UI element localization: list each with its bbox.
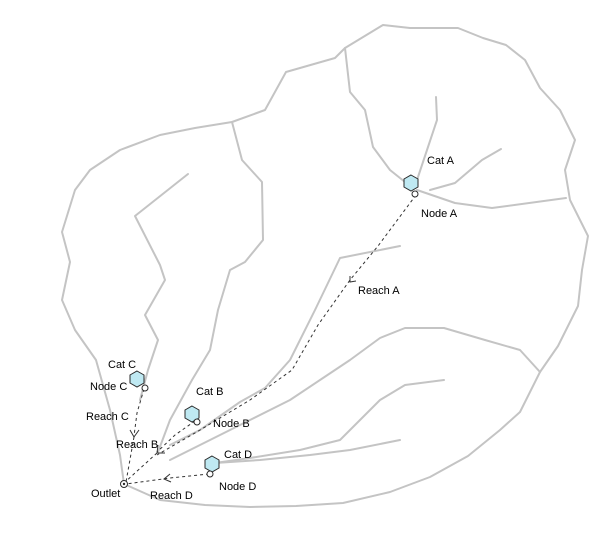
watershed-boundary [61, 24, 589, 508]
catchment-d-label: Cat D [224, 449, 252, 461]
catchment-c-label: Cat C [108, 359, 136, 371]
divide-middle [169, 245, 401, 446]
reach-a-line [156, 194, 417, 456]
catchment-d-hexagon-icon[interactable] [204, 455, 220, 473]
outlet-icon-center [122, 482, 126, 486]
node-b-circle-node-icon[interactable] [193, 418, 201, 426]
node-a-label: Node A [421, 208, 458, 220]
ridge-cat-a-east [416, 96, 438, 181]
ridge-cat-a-southeast [429, 148, 502, 191]
catchment-a-label: Cat A [427, 155, 455, 167]
reach-b-line [156, 420, 196, 453]
node-d-circle-node-icon[interactable] [206, 470, 214, 478]
node-b-to-outlet-line [123, 452, 158, 484]
node-a-circle-node-icon[interactable] [411, 190, 419, 198]
catchment-b-hexagon-icon[interactable] [184, 405, 200, 423]
reach-c-label: Reach C [86, 411, 129, 423]
reach-a-midpoint-arrow [349, 276, 357, 283]
divide-left-inner [134, 173, 189, 401]
divide-upper-left [157, 121, 264, 453]
outlet-label: Outlet [91, 488, 120, 500]
node-c-circle-node-icon[interactable] [141, 384, 149, 392]
reach-c-line [133, 388, 145, 437]
node-d-label: Node D [219, 481, 256, 493]
divide-lower-east [169, 327, 541, 461]
divide-cat-a-south [416, 189, 567, 209]
catchment-b-label: Cat B [196, 386, 224, 398]
reach-a-label: Reach A [358, 285, 400, 297]
ridge-cat-d-lower [214, 439, 401, 464]
node-b-label: Node B [213, 418, 250, 430]
node-c-to-outlet-line [125, 436, 135, 483]
ridge-cat-d-upper [214, 379, 445, 464]
reach-d-label: Reach D [150, 490, 193, 502]
node-c-label: Node C [90, 381, 127, 393]
ridge-cat-a-north [344, 47, 411, 187]
reach-d-arrowhead [163, 473, 172, 483]
reach-b-label: Reach B [116, 439, 158, 451]
catchment-c-hexagon-icon[interactable] [129, 370, 145, 388]
catchment-a-hexagon-icon[interactable] [403, 174, 419, 192]
reach-d-line [125, 473, 210, 485]
